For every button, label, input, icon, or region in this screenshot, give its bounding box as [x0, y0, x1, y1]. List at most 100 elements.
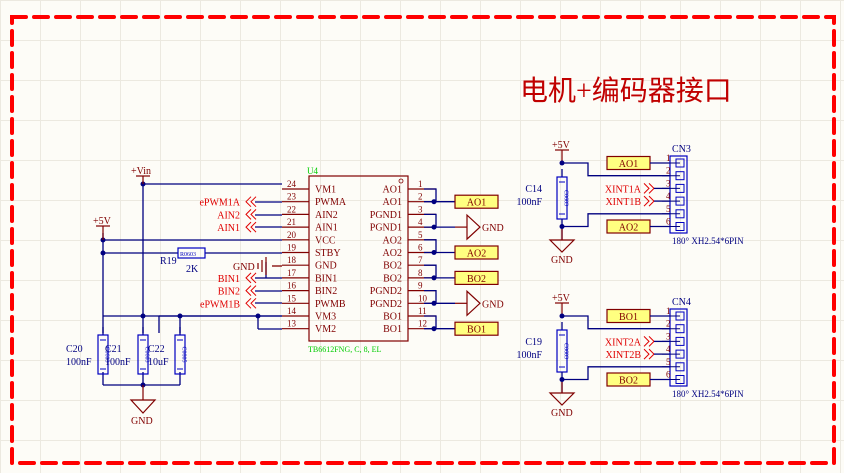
- net-label-bin2[interactable]: BIN2: [218, 285, 257, 298]
- pin-name: AO2: [383, 248, 402, 259]
- svg-text:BO2: BO2: [619, 376, 638, 387]
- pin-name: STBY: [315, 248, 341, 259]
- svg-text:XINT1A: XINT1A: [605, 184, 642, 195]
- pin-name: VCC: [315, 235, 336, 246]
- connector-designator: CN4: [672, 297, 691, 308]
- chevron-left-icon: [250, 196, 257, 208]
- connector-part: 180° XH2.54*6PIN: [672, 236, 744, 246]
- chevron-right-icon: [643, 183, 650, 194]
- chevron-right-icon: [648, 183, 655, 194]
- chevron-left-icon: [250, 272, 257, 284]
- pin-number: 5: [666, 204, 671, 214]
- port-ao2[interactable]: AO2: [606, 219, 651, 234]
- supply-label: +5V: [552, 293, 571, 304]
- net-label-xint2b[interactable]: XINT2B: [605, 348, 655, 361]
- port-ao2[interactable]: AO2: [454, 245, 499, 260]
- supply-label: +5V: [552, 140, 571, 151]
- cap-footprint: C0603: [104, 346, 110, 362]
- net-label-xint1a[interactable]: XINT1A: [605, 183, 655, 195]
- pin-name: AIN2: [315, 210, 338, 221]
- connector-cn4[interactable]: +5VC0603C19100nFGNDBO1BO2XINT2AXINT2BCN4…: [516, 293, 744, 419]
- pin-name: AO1: [383, 185, 402, 196]
- connector-designator: CN3: [672, 144, 691, 155]
- output-gnd-1: GND: [424, 213, 504, 241]
- pin-name: PWMB: [315, 299, 346, 310]
- chevron-left-icon: [245, 297, 252, 309]
- pin-name: BO2: [383, 261, 402, 272]
- svg-text:+5V: +5V: [93, 216, 112, 227]
- pin-name: AO2: [383, 235, 402, 246]
- net-label-epwm1a[interactable]: ePWM1A: [199, 196, 257, 209]
- chevron-left-icon: [250, 221, 257, 233]
- svg-text:AIN1: AIN1: [217, 223, 240, 234]
- net-label-xint1b[interactable]: XINT1B: [605, 195, 655, 208]
- connector-cn3[interactable]: +5VC0603C14100nFGNDAO1AO2XINT1AXINT1BCN3…: [516, 140, 744, 266]
- svg-text:ePWM1A: ePWM1A: [199, 198, 240, 209]
- port-bo1[interactable]: BO1: [454, 321, 499, 336]
- cap-value: 100nF: [66, 357, 92, 368]
- pin-number: 8: [418, 268, 423, 278]
- net-label-epwm1b[interactable]: ePWM1B: [200, 297, 257, 310]
- gnd-label: GND: [551, 408, 573, 419]
- port-bo2[interactable]: BO2: [606, 372, 651, 387]
- svg-text:GND: GND: [131, 416, 153, 427]
- pin-number: 4: [666, 191, 671, 201]
- svg-text:BO1: BO1: [619, 312, 638, 323]
- chevron-right-icon: [648, 348, 655, 360]
- cap-designator: C19: [525, 337, 542, 348]
- pin-number: 4: [418, 217, 423, 227]
- pin-number: 9: [418, 281, 423, 291]
- chevron-left-icon: [245, 196, 252, 208]
- svg-text:BIN2: BIN2: [218, 287, 240, 298]
- pin-number: 6: [418, 243, 423, 253]
- net-label-xint2a[interactable]: XINT2A: [605, 336, 655, 348]
- cap-value: 10uF: [148, 357, 169, 368]
- svg-text:AO2: AO2: [619, 223, 638, 234]
- port-bo2[interactable]: BO2: [454, 270, 499, 285]
- port-bo1[interactable]: BO1: [606, 308, 651, 324]
- pin-number: 3: [418, 204, 423, 214]
- left-junctions: [100, 181, 261, 388]
- net-label-ain1[interactable]: AIN1: [217, 221, 257, 234]
- chevron-left-icon: [250, 297, 257, 309]
- pin-name: PWMA: [315, 197, 347, 208]
- chevron-left-icon: [245, 221, 252, 233]
- port-ao1[interactable]: AO1: [606, 155, 651, 171]
- gnd-symbol: [466, 213, 481, 241]
- pin-name: PGND1: [370, 223, 402, 234]
- gnd-label: GND: [482, 223, 504, 234]
- pin-name: VM3: [315, 312, 336, 323]
- pin-number: 6: [666, 370, 671, 380]
- pin-number: 16: [287, 281, 297, 291]
- chevron-right-icon: [643, 348, 650, 360]
- output-bo1-5: BO1: [424, 315, 499, 336]
- cap-value: 100nF: [516, 350, 542, 361]
- pin-name: BIN1: [315, 273, 337, 284]
- ic-u4[interactable]: U4 TB6612FNG, C, 8, EL 24VM123PWMA22AIN2…: [282, 166, 436, 354]
- net-label-ain2[interactable]: AIN2: [217, 209, 257, 221]
- pin-number: 12: [418, 319, 427, 329]
- pin-number: 20: [287, 230, 297, 240]
- resistor-r19[interactable]: R0603 R19 2K: [160, 247, 206, 275]
- svg-text:AO1: AO1: [619, 159, 638, 170]
- pin-name: PGND2: [370, 286, 402, 297]
- ic-body: [308, 175, 409, 342]
- chevron-right-icon: [643, 195, 650, 207]
- port-ao1[interactable]: AO1: [454, 194, 499, 209]
- net-label-bin1[interactable]: BIN1: [218, 272, 257, 285]
- svg-text:BO2: BO2: [467, 274, 486, 285]
- pin-number: 22: [287, 204, 296, 214]
- pin-number: 1: [666, 306, 671, 316]
